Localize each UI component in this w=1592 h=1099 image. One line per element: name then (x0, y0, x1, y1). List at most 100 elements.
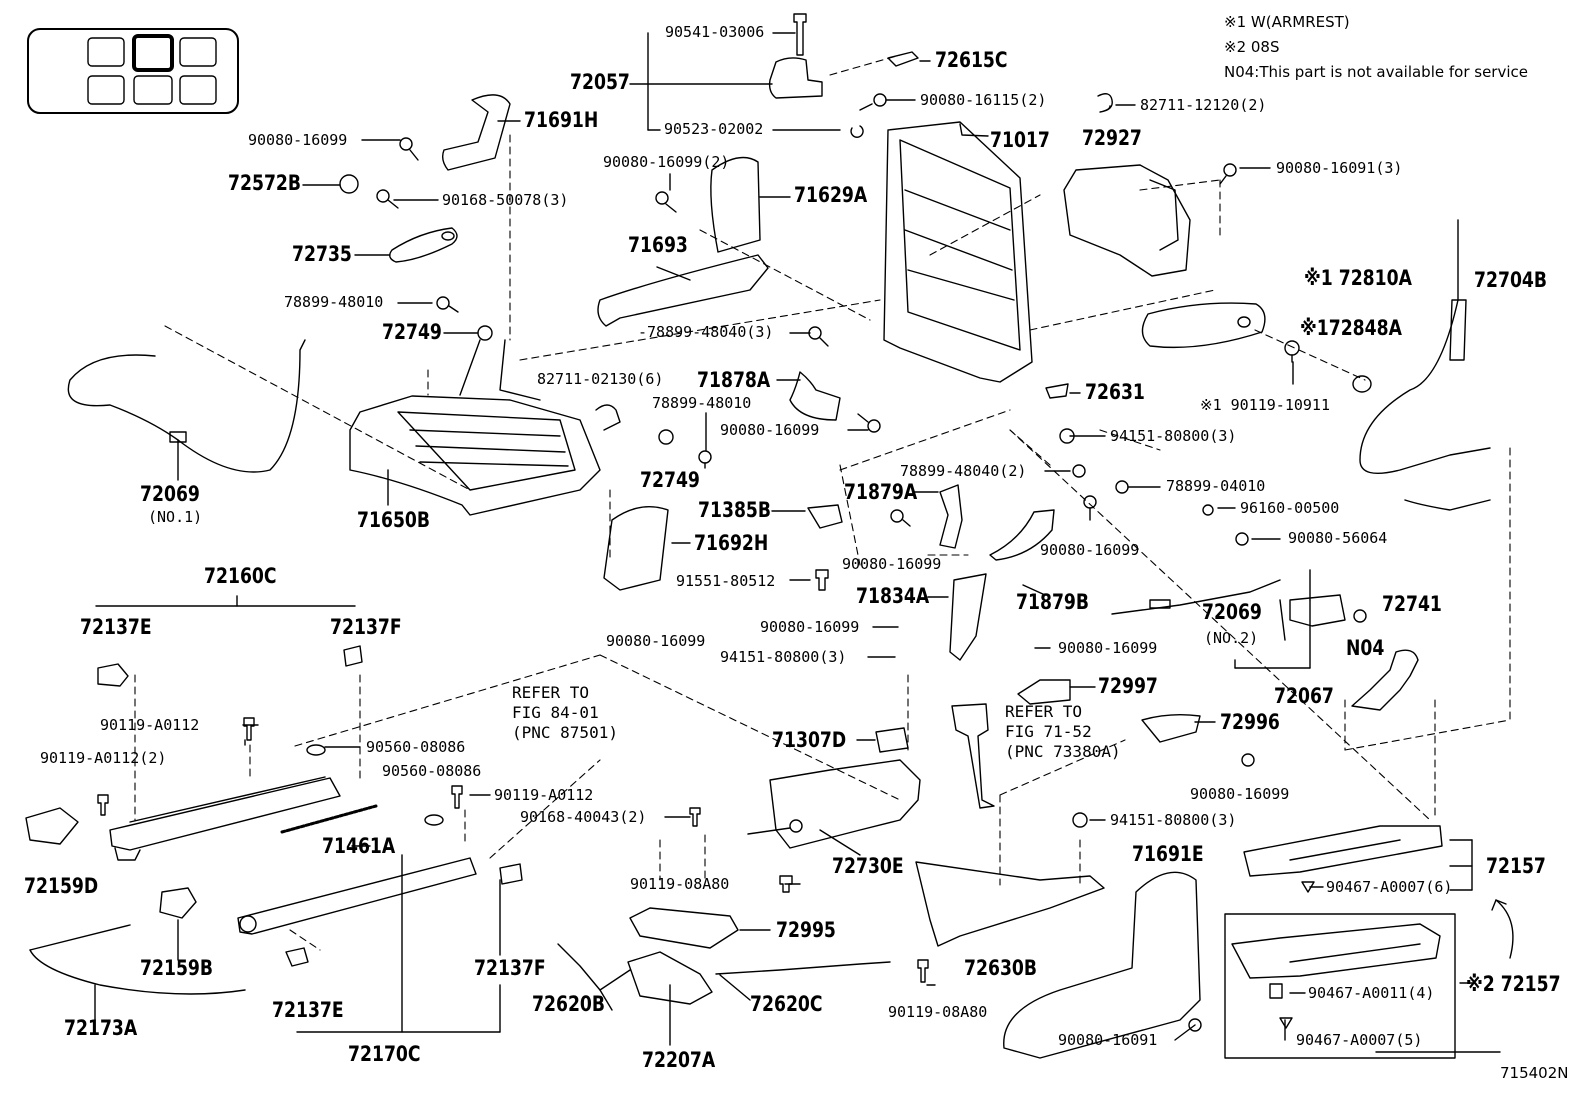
part-label-72572b[interactable]: 72572B (228, 171, 302, 195)
part-label-72137e-b[interactable]: 72137E (272, 998, 344, 1022)
part-label-78899-48010[interactable]: 78899-48010 (284, 293, 384, 311)
part-label-71307d[interactable]: 71307D (772, 728, 847, 752)
part-label-72749[interactable]: 72749 (382, 320, 442, 344)
part-label-90080-16099-g[interactable]: 90080-16099 (1058, 639, 1158, 657)
part-label-90080-16099-b[interactable]: 90080-16099 (720, 421, 820, 439)
part-label-90080-16099-2[interactable]: 90080-16099(2) (603, 153, 730, 171)
part-label-90168-40043-2[interactable]: 90168-40043(2) (520, 808, 647, 826)
part-label-96160-00500[interactable]: 96160-00500 (1240, 499, 1340, 517)
refer-to-fig-84-01[interactable]: FIG 84-01 (512, 703, 599, 722)
part-label-90080-16099-c[interactable]: 90080-16099 (842, 555, 942, 573)
part-label-94151-80800-3b[interactable]: 94151-80800(3) (720, 648, 847, 666)
part-label-90080-16099-h[interactable]: 90080-16099 (1190, 785, 1290, 803)
part-label-72730e[interactable]: 72730E (832, 854, 904, 878)
part-label-90467-a0007-5[interactable]: 90467-A0007(5) (1296, 1031, 1423, 1049)
part-label-78899-48040-3[interactable]: -78899-48040(3) (638, 323, 774, 341)
part-label-72620c[interactable]: 72620C (750, 992, 823, 1016)
part-label-71692h[interactable]: 71692H (694, 531, 769, 555)
part-label-72159d[interactable]: 72159D (24, 874, 99, 898)
inset-box-72157 (1224, 913, 1456, 1059)
part-label-90080-16099-d[interactable]: 90080-16099 (1040, 541, 1140, 559)
part-label-72704b[interactable]: 72704B (1474, 268, 1548, 292)
part-label-90080-56064[interactable]: 90080-56064 (1288, 529, 1388, 547)
part-label-72630b[interactable]: 72630B (964, 956, 1038, 980)
part-label-90467-a0007-6[interactable]: 90467-A0007(6) (1326, 878, 1453, 896)
part-label-72631[interactable]: 72631 (1085, 380, 1145, 404)
part-label-90119-08a80[interactable]: 90119-08A80 (630, 875, 730, 893)
part-label-71878a[interactable]: 71878A (697, 368, 771, 392)
part-label-72207a[interactable]: 72207A (642, 1048, 716, 1072)
part-sketches (25, 13, 1514, 1059)
seat-location-key-icon (27, 28, 239, 114)
part-label-72927[interactable]: 72927 (1082, 126, 1142, 150)
refer-to-fig-71-52[interactable]: FIG 71-52 (1005, 722, 1092, 741)
part-label-72069-no2[interactable]: 72069 (1202, 600, 1262, 624)
part-label-71879a[interactable]: 71879A (844, 480, 918, 504)
part-label-71017[interactable]: 71017 (990, 128, 1050, 152)
part-label-72741[interactable]: 72741 (1382, 592, 1442, 616)
part-label-72137f-b[interactable]: 72137F (474, 956, 546, 980)
part-label-72057[interactable]: 72057 (570, 70, 630, 94)
part-label-72735[interactable]: 72735 (292, 242, 352, 266)
part-label-71693[interactable]: 71693 (628, 233, 688, 257)
part-label-90119-10911[interactable]: ※1 90119-10911 (1200, 396, 1330, 414)
part-label-72620b[interactable]: 72620B (532, 992, 606, 1016)
part-label-71629a[interactable]: 71629A (794, 183, 868, 207)
part-label-71879b[interactable]: 71879B (1016, 590, 1090, 614)
part-label-72069-no1-sub: (NO.1) (148, 508, 203, 526)
part-label-72069-no1[interactable]: 72069 (140, 482, 200, 506)
part-label-90080-16091-3[interactable]: 90080-16091(3) (1276, 159, 1403, 177)
part-label-71385b[interactable]: 71385B (698, 498, 772, 522)
part-label-94151-80800-3[interactable]: 94151-80800(3) (1110, 427, 1237, 445)
note-n04: N04:This part is not available for servi… (1224, 63, 1528, 81)
refer-to-pnc-87501: (PNC 87501) (512, 723, 618, 742)
part-label-90119-08a80-b[interactable]: 90119-08A80 (888, 1003, 988, 1021)
part-label-90080-16091[interactable]: 90080-16091 (1058, 1031, 1158, 1049)
part-label-78899-04010[interactable]: 78899-04010 (1166, 477, 1266, 495)
note-armrest: ※1 W(ARMREST) (1224, 13, 1350, 31)
part-label-90080-16115[interactable]: 90080-16115(2) (920, 91, 1047, 109)
part-label-82711-12120[interactable]: 82711-12120(2) (1140, 96, 1267, 114)
part-label-90080-16099-e[interactable]: 90080-16099 (606, 632, 706, 650)
part-label-71691e[interactable]: 71691E (1132, 842, 1204, 866)
part-label-72996[interactable]: 72996 (1220, 710, 1280, 734)
refer-to-line-2: REFER TO (1005, 702, 1083, 721)
part-label-72159b[interactable]: 72159B (140, 956, 214, 980)
part-label-94151-80800-3c[interactable]: 94151-80800(3) (1110, 811, 1237, 829)
part-label-71691h[interactable]: 71691H (524, 108, 599, 132)
part-label-72848a[interactable]: ※172848A (1300, 316, 1402, 340)
part-label-90080-16099-f[interactable]: 90080-16099 (760, 618, 860, 636)
part-label-72997[interactable]: 72997 (1098, 674, 1158, 698)
part-label-90119-a0112-b[interactable]: 90119-A0112 (494, 786, 594, 804)
part-label-n04[interactable]: N04 (1346, 636, 1385, 660)
part-label-90467-a0011-4[interactable]: 90467-A0011(4) (1308, 984, 1435, 1002)
part-label-72170c[interactable]: 72170C (348, 1042, 421, 1066)
part-label-78899-48040-2[interactable]: 78899-48040(2) (900, 462, 1027, 480)
part-label-72995[interactable]: 72995 (776, 918, 836, 942)
part-label-72157-08s[interactable]: ※2 72157 (1466, 972, 1561, 996)
part-label-72067[interactable]: 72067 (1274, 684, 1334, 708)
part-label-72137f[interactable]: 72137F (330, 615, 402, 639)
refer-to-line-1: REFER TO (512, 683, 590, 702)
part-label-71834a[interactable]: 71834A (856, 584, 930, 608)
part-label-90119-a0112-2[interactable]: 90119-A0112(2) (40, 749, 167, 767)
part-label-71461a[interactable]: 71461A (322, 834, 396, 858)
part-label-72810a[interactable]: ※1 72810A (1304, 266, 1412, 290)
part-label-72160c[interactable]: 72160C (204, 564, 277, 588)
part-label-90523-02002[interactable]: 90523-02002 (664, 120, 764, 138)
part-label-91551-80512[interactable]: 91551-80512 (676, 572, 776, 590)
part-label-78899-48010-b[interactable]: 78899-48010 (652, 394, 752, 412)
part-label-90541-03006[interactable]: 90541-03006 (665, 23, 765, 41)
part-label-90560-08086-b[interactable]: 90560-08086 (382, 762, 482, 780)
part-label-72137e[interactable]: 72137E (80, 615, 152, 639)
part-label-90119-a0112[interactable]: 90119-A0112 (100, 716, 200, 734)
part-label-72157[interactable]: 72157 (1486, 854, 1546, 878)
part-label-90168-50078[interactable]: 90168-50078(3) (442, 191, 569, 209)
part-label-71650b[interactable]: 71650B (357, 508, 431, 532)
part-label-90560-08086[interactable]: 90560-08086 (366, 738, 466, 756)
part-label-72173a[interactable]: 72173A (64, 1016, 138, 1040)
part-label-72615c[interactable]: 72615C (935, 48, 1008, 72)
part-label-82711-02130[interactable]: 82711-02130(6) (537, 370, 664, 388)
part-label-72749-b[interactable]: 72749 (640, 468, 700, 492)
part-label-90080-16099[interactable]: 90080-16099 (248, 131, 348, 149)
